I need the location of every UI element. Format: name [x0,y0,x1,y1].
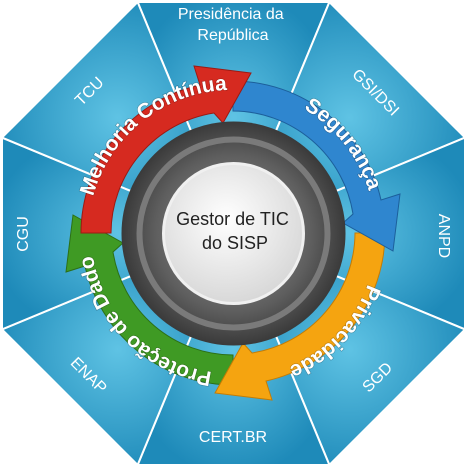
central-hub: Gestor de TIC do SISP [121,121,346,346]
label-cgu: CGU [15,216,32,252]
hub-inner-ring [136,136,331,331]
center-title-line2: do SISP [202,233,268,253]
arrow-seguranca [232,80,401,252]
label-presidencia-line1: Presidência da [178,6,284,23]
arrow-protecao-de-dados [65,214,234,386]
center-title-line1: Gestor de TIC [176,209,289,229]
cycle-arrows [65,65,401,401]
arrow-melhoria-continua [80,65,252,234]
arrow-privacidade [214,232,386,401]
label-presidencia: Presidência da República [178,6,288,44]
label-anpd: ANPD [435,214,452,258]
center-title: Gestor de TIC do SISP [176,209,294,253]
label-cert-br: CERT.BR [199,429,267,446]
hub-center-disc [162,162,305,305]
label-presidencia-line2: República [197,27,268,44]
